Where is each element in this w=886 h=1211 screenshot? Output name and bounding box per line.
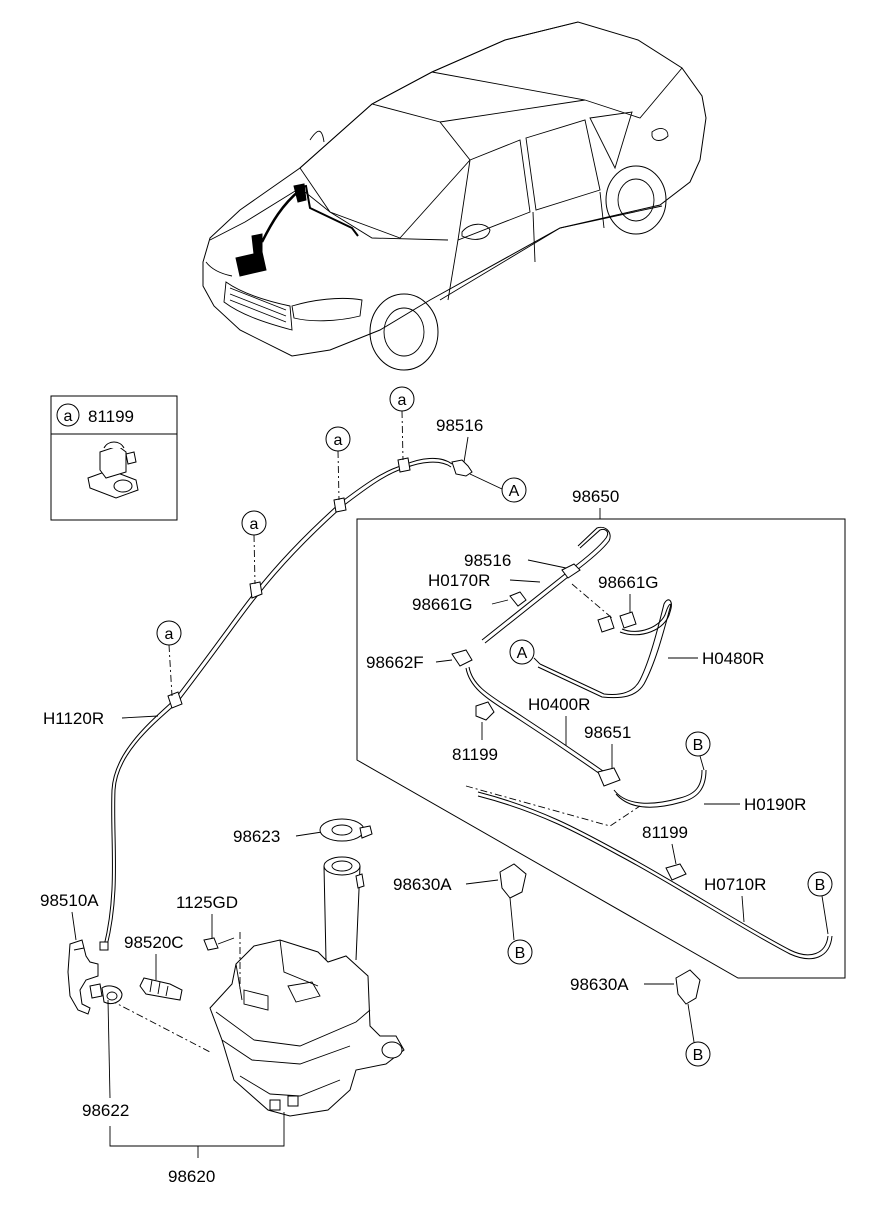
car-illustration <box>202 21 707 371</box>
hose-clip-icon <box>167 691 183 709</box>
label-1125gd: 1125GD <box>176 893 238 912</box>
hose-clip-icon <box>665 863 687 881</box>
washer-nozzle-icon <box>499 863 527 899</box>
label-h0170r: H0170R <box>428 571 490 590</box>
label-81199-left: 81199 <box>452 745 498 764</box>
nozzle-98630a-upper: 98630A B <box>393 863 533 965</box>
label-98651: 98651 <box>584 723 631 742</box>
connector-98662f-icon <box>451 649 473 667</box>
label-h0710r: H0710R <box>704 875 766 894</box>
callout-A-label: A <box>509 483 520 500</box>
connector-98651-icon <box>597 767 621 787</box>
legend-box: a 81199 <box>50 395 178 521</box>
label-81199-right: 81199 <box>642 823 688 842</box>
callout-A-label: A <box>517 645 528 662</box>
grommet-icon <box>101 985 123 1005</box>
cap-icon <box>319 818 365 842</box>
label-98661g-right: 98661G <box>598 573 659 592</box>
label-h0400r: H0400R <box>528 695 590 714</box>
hose-clip-icon <box>397 457 411 473</box>
label-98630a-upper: 98630A <box>393 875 452 894</box>
label-98630a-lower: 98630A <box>570 975 629 994</box>
bolt-icon <box>203 937 219 951</box>
hose-clip-icon <box>333 497 347 513</box>
legend-part-number: 81199 <box>88 407 134 426</box>
hose-clip-icon <box>249 581 263 599</box>
callout-A-icon <box>501 477 527 503</box>
label-98661g-left: 98661G <box>412 595 473 614</box>
label-98650: 98650 <box>572 487 619 506</box>
washer-reservoir <box>109 856 405 1117</box>
label-98622: 98622 <box>82 1101 129 1120</box>
callout-a-icon <box>56 403 80 427</box>
label-h1120r: H1120R <box>43 709 104 728</box>
label-98520c: 98520C <box>124 933 184 952</box>
reservoir-cap-98623: 98623 <box>233 818 373 846</box>
washer-nozzle-icon <box>675 969 701 1005</box>
connector-98661g-icon <box>619 611 637 629</box>
label-98620: 98620 <box>168 1167 215 1186</box>
bolt-1125gd: 1125GD <box>176 893 238 951</box>
hose-clip-icon <box>475 701 495 721</box>
callout-B-icon <box>507 939 533 965</box>
sensor-icon <box>139 977 183 1001</box>
callout-B-label: B <box>693 1047 704 1064</box>
callout-B-label: B <box>815 877 826 894</box>
kit-98650: 98650 98516 H0170R 98661G 98661G A H0480… <box>356 487 846 979</box>
connector-98516-icon <box>451 459 473 477</box>
legend-callout: a <box>64 408 73 425</box>
label-98623: 98623 <box>233 827 280 846</box>
label-98510a: 98510A <box>40 891 99 910</box>
callout-A-icon <box>509 639 535 665</box>
label-h0190r: H0190R <box>744 795 806 814</box>
callout-B-icon <box>807 871 833 897</box>
connector-98661g-icon <box>509 591 527 607</box>
hose-h1120r <box>99 457 473 951</box>
callout-B-icon <box>685 731 711 757</box>
connector-98516-icon <box>561 563 581 579</box>
label-98662f: 98662F <box>366 653 424 672</box>
callout-a-label: a <box>398 392 407 409</box>
callout-B-label: B <box>693 737 704 754</box>
label-h0480r: H0480R <box>702 649 764 668</box>
legend-frame <box>50 395 178 521</box>
level-sensor-98520c: 98520C <box>124 933 184 1001</box>
label-98516-kit: 98516 <box>464 551 511 570</box>
label-98516-top: 98516 <box>436 416 483 435</box>
callouts-a: a a a a <box>156 386 415 697</box>
callout-a-label: a <box>334 432 343 449</box>
hose-clip-icon <box>87 441 139 499</box>
nozzle-98630a-lower: 98630A B <box>570 969 711 1067</box>
pump-icon <box>67 939 99 1015</box>
callout-B-label: B <box>515 945 526 962</box>
callout-B-icon <box>685 1041 711 1067</box>
callout-a-label: a <box>250 516 259 533</box>
callout-a-label: a <box>165 626 174 643</box>
washer-pump-98510a: 98510A <box>40 891 123 1015</box>
